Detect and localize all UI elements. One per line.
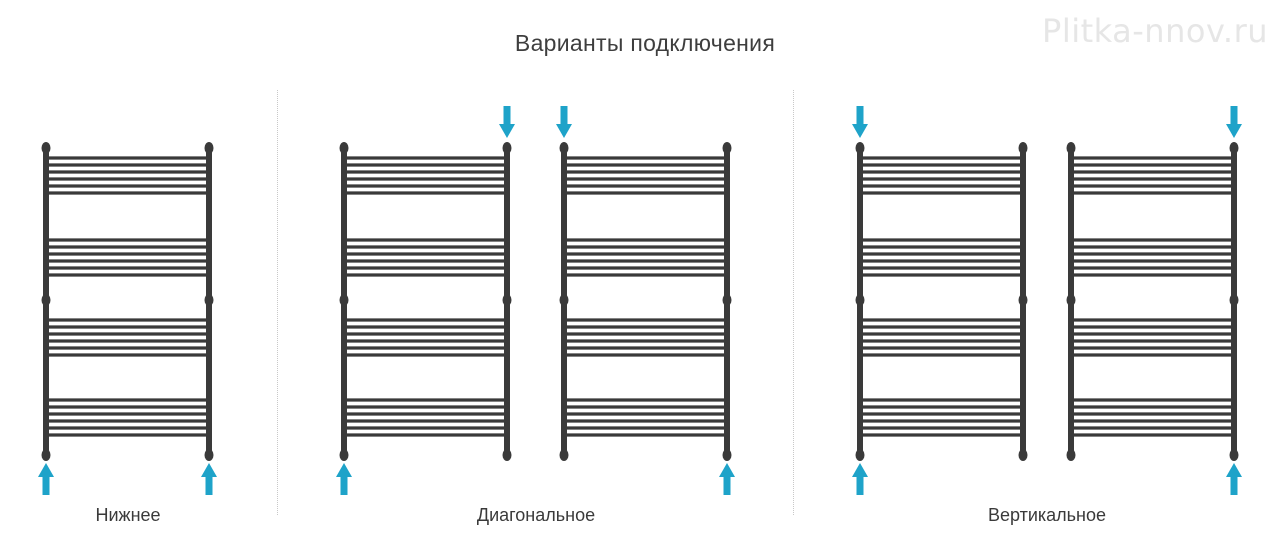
post-joint xyxy=(1229,294,1239,306)
post-joint xyxy=(41,142,51,154)
arrow-down-icon xyxy=(1226,106,1242,138)
post-joint xyxy=(339,142,349,154)
arrow-up-icon xyxy=(719,463,735,495)
post-joint xyxy=(41,449,51,461)
post-joint xyxy=(559,449,569,461)
post-joint xyxy=(722,449,732,461)
arrow-up-icon xyxy=(852,463,868,495)
arrow-down-icon xyxy=(556,106,572,138)
arrow-up-icon xyxy=(201,463,217,495)
post-joint xyxy=(502,449,512,461)
post-joint xyxy=(1229,142,1239,154)
arrow-up-icon xyxy=(1226,463,1242,495)
post-joint xyxy=(559,294,569,306)
arrow-down-icon xyxy=(852,106,868,138)
page-title: Варианты подключения xyxy=(514,30,776,56)
group-divider xyxy=(793,90,794,515)
caption-diagonal: Диагональное xyxy=(476,505,596,525)
post-joint xyxy=(559,142,569,154)
post-joint xyxy=(204,142,214,154)
post-joint xyxy=(204,449,214,461)
post-joint xyxy=(1018,449,1028,461)
post-joint xyxy=(339,449,349,461)
post-joint xyxy=(722,294,732,306)
post-joint xyxy=(502,142,512,154)
post-joint xyxy=(1229,449,1239,461)
post-joint xyxy=(722,142,732,154)
post-joint xyxy=(1018,294,1028,306)
watermark: Plitka-nnov.ru xyxy=(1042,12,1268,50)
post-joint xyxy=(204,294,214,306)
post-joint xyxy=(1066,449,1076,461)
post-joint xyxy=(1066,294,1076,306)
post-joint xyxy=(502,294,512,306)
caption-bottom: Нижнее xyxy=(95,505,161,525)
caption-vertical: Вертикальное xyxy=(987,505,1107,525)
post-joint xyxy=(1066,142,1076,154)
arrow-up-icon xyxy=(38,463,54,495)
post-joint xyxy=(1018,142,1028,154)
post-joint xyxy=(41,294,51,306)
post-joint xyxy=(855,142,865,154)
arrow-down-icon xyxy=(499,106,515,138)
post-joint xyxy=(339,294,349,306)
arrow-up-icon xyxy=(336,463,352,495)
post-joint xyxy=(855,449,865,461)
group-divider xyxy=(277,90,278,515)
post-joint xyxy=(855,294,865,306)
